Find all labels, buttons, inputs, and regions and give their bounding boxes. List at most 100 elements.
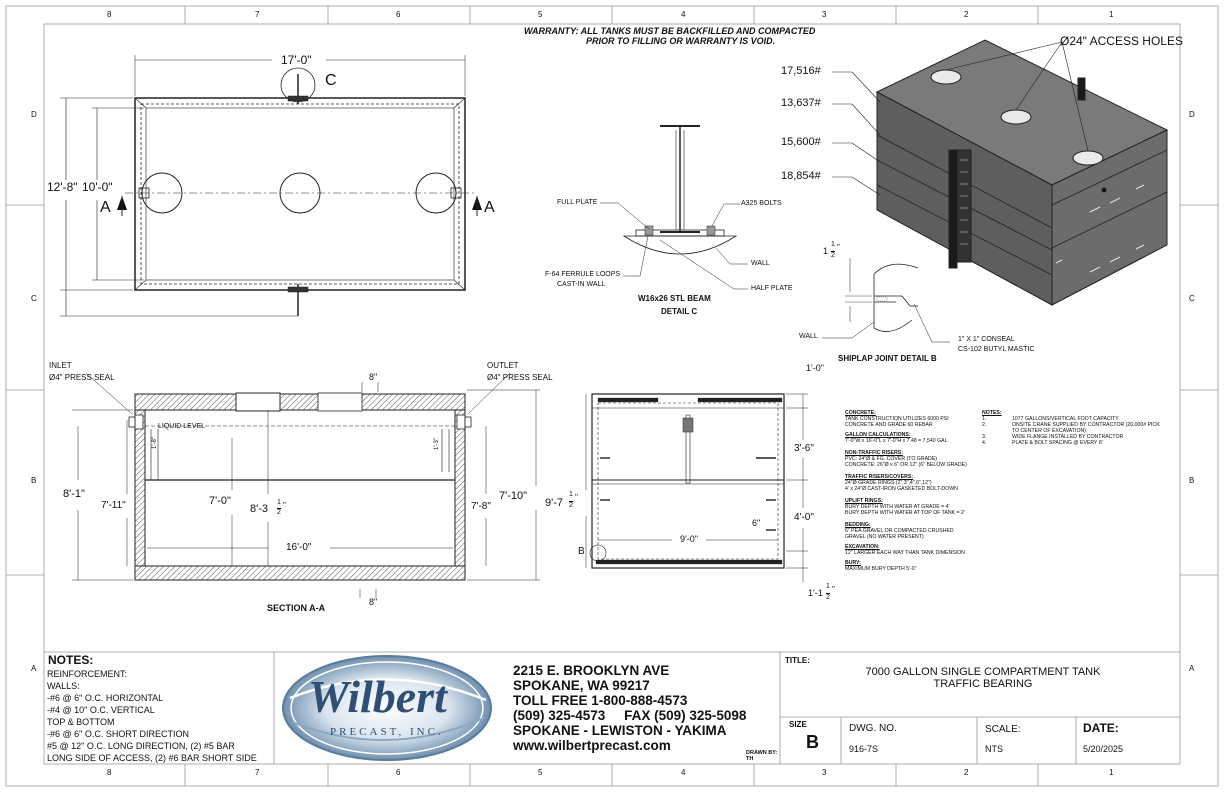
outlet-label-2: Ø4" PRESS SEAL [487,373,553,382]
dim-9-7-unit: " [575,493,578,502]
spec-gallon-0: 7'-0"W x 16'-0"L x 7'-0"H x 7.48 = 7,540… [845,438,948,444]
half-plate-label: HALF PLATE [751,285,793,292]
row-right-b: B [1189,476,1195,485]
spec-traffic-0: 24"Ø GRADE RINGS (2",3",4",6",12") [845,480,932,486]
date-value: 5/20/2025 [1083,744,1124,754]
spec-note-num-1: 2. [982,422,987,428]
shiplap-wall-label: WALL [799,333,818,340]
dwg-value: 916-7S [849,744,879,754]
top-slab-dim: 8" [369,372,378,382]
dim-1-0: 1'-0" [806,363,824,373]
shiplap-dim-unit: " [837,243,840,252]
spec-bedding-1: GRAVEL (NO WATER PRESENT) [845,534,924,540]
col-top-4: 4 [681,10,686,19]
company-line: SPOKANE - LEWISTON - YAKIMA [513,723,727,738]
drawn-by-value: TH [746,756,754,762]
spec-gallon-h: GALLON CALCULATIONS: [845,432,911,438]
col-top-6: 6 [396,10,401,19]
warranty-line-2: PRIOR TO FILLING OR WARRANTY IS VOID. [586,36,776,46]
row-right-d: D [1189,110,1195,119]
shiplap-title: SHIPLAP JOINT DETAIL B [838,354,937,363]
spec-notes-h: NOTES: [982,410,1002,416]
dim-9-0: 9'-0" [680,534,698,544]
note-line: TOP & BOTTOM [47,717,115,727]
spec-bedding-h: BEDDING: [845,522,871,528]
spec-note-num-0: 1. [982,416,987,422]
col-top-3: 3 [822,10,827,19]
dim-4-0: 4'-0" [794,512,814,523]
spec-bedding-0: 6" PEA GRAVEL OR COMPACTED CRUSHED [845,528,954,534]
col-bot-3: 3 [822,768,827,777]
logo-sub: PRECAST, INC. [330,726,444,738]
drawing-title-1: 7000 GALLON SINGLE COMPARTMENT TANK [865,666,1101,678]
spec-excavation-h: EXCAVATION: [845,544,880,550]
scale-label: SCALE: [985,724,1021,735]
note-line: #5 @ 12" O.C. LONG DIRECTION, (2) #5 BAR [47,741,235,751]
dim-9-7: 9'-7 [545,497,563,509]
specs-notes: NOTES: 1.1077 GALLONS/VERTICAL FOOT CAPA… [982,410,1178,446]
dim-7-11: 7'-11" [101,500,126,511]
conseal-line-1: 1" X 1" CONSEAL [958,336,1015,343]
spec-traffic-h: TRAFFIC RISERS/COVERS: [845,474,914,480]
col-bot-4: 4 [681,768,686,777]
col-bot-8: 8 [107,768,112,777]
spec-concrete-1: CONCRETE AND GRADE 60 REBAR [845,422,933,428]
a325-label: A325 BOLTS [741,200,782,207]
dim-16-0: 16'-0" [286,542,312,553]
row-left-b: B [31,476,37,485]
dim-8-1: 8'-1" [63,488,85,500]
size-label: SIZE [789,720,807,729]
shiplap-dim-den: 2 [831,251,835,259]
company-block: 2215 E. BROOKLYN AVE SPOKANE, WA 99217 T… [513,663,746,753]
dim-1-1-num: 1 [826,583,830,590]
full-plate-label: FULL PLATE [557,199,598,206]
detail-c-marker: C [325,72,337,89]
col-bot-1: 1 [1109,768,1114,777]
note-line: -#4 @ 10" O.C. VERTICAL [47,705,155,715]
note-line: WALLS: [47,681,80,691]
col-bot-2: 2 [964,768,969,777]
dim-7-8: 7'-8" [471,501,491,512]
company-line: TOLL FREE 1-800-888-4573 [513,693,688,708]
outlet-label-1: OUTLET [487,361,519,370]
access-holes-label: Ø24" ACCESS HOLES [1060,34,1183,48]
cast-in-label: CAST-IN WALL [557,281,606,288]
zone-ticks [6,6,1218,786]
company-website: www.wilbertprecast.com [513,738,671,753]
logo-name: Wilbert [308,671,447,722]
weight-2: 13,637# [781,97,821,109]
row-left-d: D [31,110,37,119]
dim-8-3: 8'-3 [250,503,268,515]
plan-view [60,55,482,317]
col-bot-6: 6 [396,768,401,777]
section-marker-a-right: A [484,199,495,216]
scale-value: NTS [985,744,1003,754]
dim-6: 6" [752,518,761,528]
spec-uplift-0: BURY DEPTH WITH WATER AT GRADE = 4' [845,504,950,510]
company-line: SPOKANE, WA 99217 [513,678,650,693]
plan-width-dim: 17'-0" [281,53,312,67]
section-title: SECTION A-A [267,603,326,613]
col-top-5: 5 [538,10,543,19]
detail-b-marker: B [578,546,585,557]
col-bot-5: 5 [538,768,543,777]
col-bot-7: 7 [255,768,260,777]
dim-1-1-unit: " [832,585,835,594]
plan-height-outer: 12'-8" [47,180,78,194]
notes-list: REINFORCEMENT: WALLS: -#6 @ 6" O.C. HORI… [47,668,257,764]
dim-9-7-den: 2 [569,501,573,509]
isometric-view [832,39,1169,306]
spec-note-num-4: 4. [982,440,987,446]
note-line: REINFORCEMENT: [47,669,128,679]
spec-traffic-1: 4' x 24"Ø CAST-IRON GASKETED BOLT-DOWN [845,486,958,492]
col-top-2: 2 [964,10,969,19]
row-right-a: A [1189,664,1195,673]
row-left-c: C [31,294,37,303]
company-line: 2215 E. BROOKLYN AVE [513,663,670,678]
shiplap-dim-num: 1 [831,241,835,248]
weight-4: 18,854# [781,170,821,182]
spec-nontraffic-h: NON-TRAFFIC RISERS: [845,450,903,456]
spec-bury-h: BURY: [845,560,861,566]
spec-concrete-0: TANK CONSTRUCTION UTILIZES 6000 PSI [845,416,949,422]
